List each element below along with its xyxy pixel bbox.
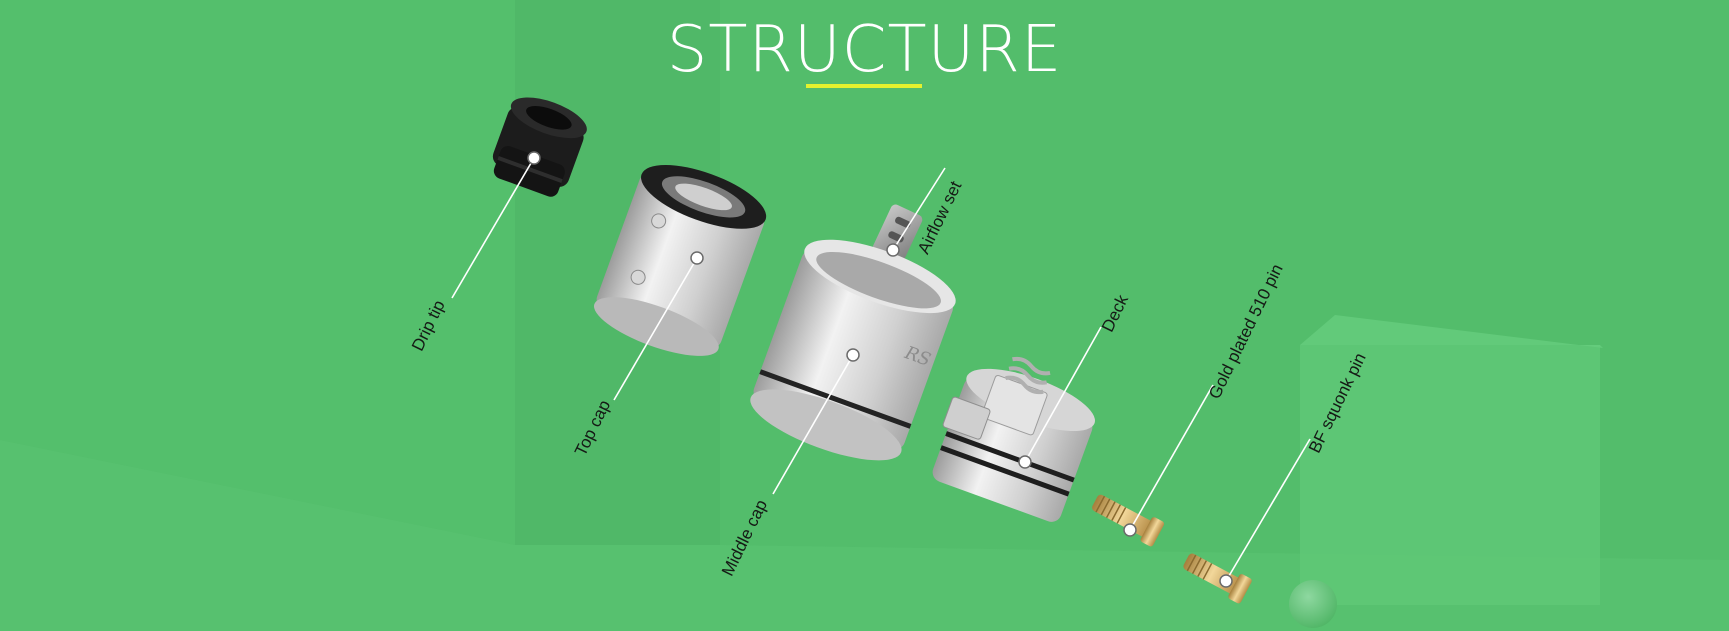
airflow-set-dot bbox=[886, 243, 900, 257]
drip-tip-leader bbox=[451, 157, 535, 299]
gold-510-pin-illustration bbox=[1092, 494, 1165, 547]
middle-cap-leader bbox=[772, 354, 854, 495]
background-cube bbox=[1300, 345, 1600, 605]
background-cube-top bbox=[1300, 315, 1603, 348]
top-cap-leader bbox=[613, 257, 698, 401]
drip-tip-dot bbox=[527, 151, 541, 165]
background-wall-left bbox=[0, 0, 515, 545]
leader-dots bbox=[527, 151, 1233, 588]
bf-squonk-pin-leader bbox=[1225, 438, 1311, 582]
drip-tip-illustration bbox=[492, 97, 587, 197]
top-cap-illustration bbox=[594, 164, 767, 356]
airflow-set-leader bbox=[892, 167, 946, 251]
leader-lines bbox=[451, 157, 1311, 582]
top-cap-dot bbox=[690, 251, 704, 265]
background-sphere bbox=[1289, 580, 1337, 628]
bf-squonk-pin-dot bbox=[1219, 574, 1233, 588]
gold-510-pin-leader bbox=[1129, 384, 1214, 531]
deck-leader bbox=[1024, 326, 1102, 463]
deck-dot bbox=[1018, 455, 1032, 469]
middle-cap-dot bbox=[846, 348, 860, 362]
page-title: STRUCTURE bbox=[666, 13, 1063, 87]
bf-squonk-pin-illustration bbox=[1183, 553, 1252, 604]
deck-illustration bbox=[932, 356, 1095, 522]
background-floor bbox=[0, 440, 1729, 631]
title-underline bbox=[806, 84, 922, 88]
gold-510-pin-dot bbox=[1123, 523, 1137, 537]
